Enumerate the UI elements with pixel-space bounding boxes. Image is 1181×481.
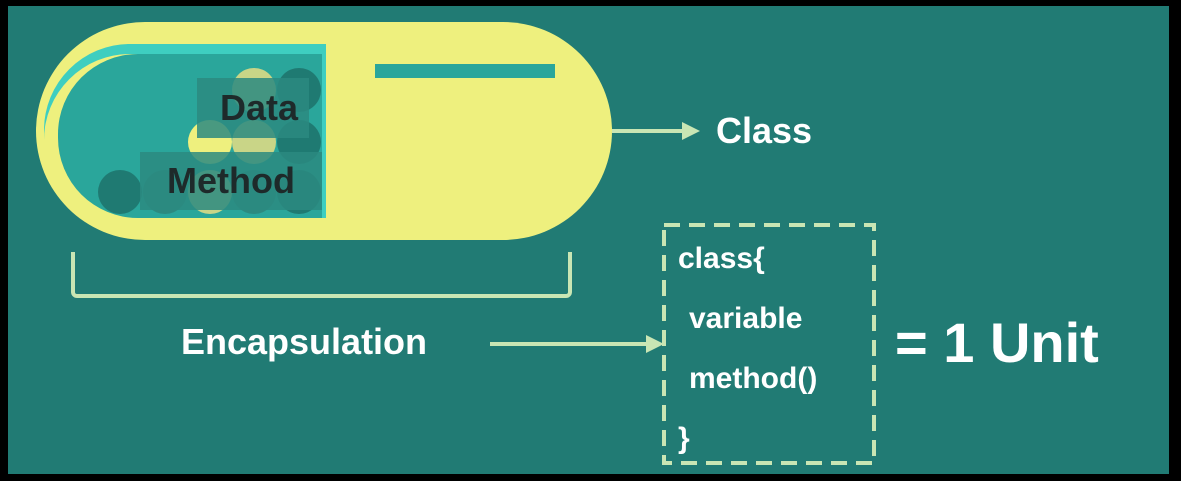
capsule-inner-edge — [322, 44, 326, 218]
ball — [98, 170, 142, 214]
capsule-highlight — [375, 64, 555, 78]
code-line-close: } — [678, 422, 690, 455]
capsule-bracket — [71, 252, 572, 298]
capsule-inner-top — [44, 44, 324, 140]
encapsulation-label: Encapsulation — [181, 321, 427, 362]
capsule-pill: Data Method — [36, 22, 612, 240]
encapsulation-arrow — [490, 335, 664, 353]
class-arrow — [612, 122, 700, 140]
data-label: Data — [220, 87, 299, 128]
code-line-method: method() — [689, 362, 817, 395]
method-label: Method — [167, 160, 295, 201]
method-label-box — [140, 152, 322, 210]
unit-label: = 1 Unit — [895, 311, 1099, 374]
code-box — [662, 223, 876, 465]
code-line-class: class{ — [678, 242, 765, 275]
code-line-variable: variable — [689, 302, 802, 335]
class-label: Class — [716, 110, 812, 151]
data-label-box — [197, 78, 309, 138]
